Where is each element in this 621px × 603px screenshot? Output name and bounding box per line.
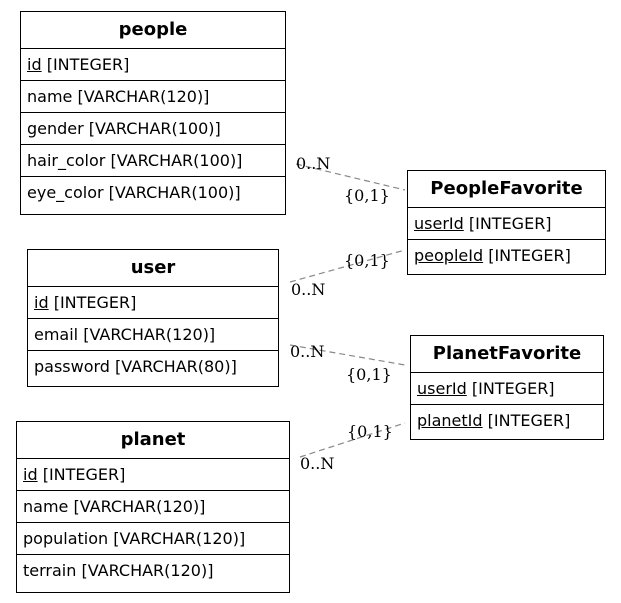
entity-title: planet [17, 422, 289, 459]
attribute-row: name [VARCHAR(120)] [17, 491, 289, 523]
attribute-row: id [INTEGER] [28, 287, 278, 319]
attribute-row: id [INTEGER] [21, 49, 285, 81]
attribute-row: planetId [INTEGER] [411, 405, 603, 437]
attribute-type: [VARCHAR(120)] [72, 87, 210, 106]
cardinality-one-label: {0,1} [344, 251, 390, 270]
attribute-name: peopleId [414, 246, 484, 265]
cardinality-many-label: 0..N [291, 280, 326, 299]
attribute-type: [VARCHAR(100)] [105, 151, 243, 170]
attribute-type: [VARCHAR(120)] [108, 529, 246, 548]
attribute-name: id [23, 465, 38, 484]
attribute-name: password [34, 357, 110, 376]
entity-title: PlanetFavorite [411, 336, 603, 373]
attribute-name: gender [27, 119, 84, 138]
attribute-name: id [34, 293, 49, 312]
attribute-row: gender [VARCHAR(100)] [21, 113, 285, 145]
relationship-line-people-peoplefavorite [295, 163, 406, 191]
entity-title: user [28, 250, 278, 287]
attribute-type: [INTEGER] [48, 293, 137, 312]
attribute-row: peopleId [INTEGER] [408, 240, 605, 272]
attribute-name: name [23, 497, 69, 516]
attribute-name: userId [417, 379, 467, 398]
attribute-name: population [23, 529, 109, 548]
attribute-type: [INTEGER] [483, 246, 571, 265]
entity-people[interactable]: people id [INTEGER] name [VARCHAR(120)] … [20, 11, 286, 215]
entity-title: PeopleFavorite [408, 171, 605, 208]
attribute-row: name [VARCHAR(120)] [21, 81, 285, 113]
attribute-type: [VARCHAR(120)] [76, 561, 214, 580]
attribute-type: [VARCHAR(100)] [103, 183, 241, 202]
entity-title: people [21, 12, 285, 49]
attribute-row: terrain [VARCHAR(120)] [17, 555, 289, 587]
entity-peoplefavorite[interactable]: PeopleFavorite userId [INTEGER] peopleId… [407, 170, 606, 275]
cardinality-one-label: {0,1} [344, 186, 390, 205]
attribute-name: name [27, 87, 73, 106]
attribute-name: planetId [417, 411, 483, 430]
cardinality-one-label: {0,1} [347, 422, 393, 441]
attribute-name: userId [414, 214, 464, 233]
attribute-name: hair_color [27, 151, 106, 170]
attribute-row: id [INTEGER] [17, 459, 289, 491]
attribute-type: [INTEGER] [41, 55, 130, 74]
attribute-row: email [VARCHAR(120)] [28, 319, 278, 351]
cardinality-many-label: 0..N [300, 454, 335, 473]
attribute-row: population [VARCHAR(120)] [17, 523, 289, 555]
entity-user[interactable]: user id [INTEGER] email [VARCHAR(120)] p… [27, 249, 279, 387]
attribute-type: [INTEGER] [482, 411, 571, 430]
entity-planetfavorite[interactable]: PlanetFavorite userId [INTEGER] planetId… [410, 335, 604, 440]
attribute-name: eye_color [27, 183, 104, 202]
attribute-type: [INTEGER] [463, 214, 552, 233]
relationship-line-planet-planetfavorite [299, 422, 406, 458]
attribute-row: hair_color [VARCHAR(100)] [21, 145, 285, 177]
cardinality-many-label: 0..N [290, 342, 325, 361]
attribute-type: [VARCHAR(120)] [68, 497, 206, 516]
attribute-type: [VARCHAR(120)] [78, 325, 216, 344]
attribute-row: userId [INTEGER] [408, 208, 605, 240]
attribute-row: userId [INTEGER] [411, 373, 603, 405]
attribute-type: [INTEGER] [466, 379, 555, 398]
attribute-row: password [VARCHAR(80)] [28, 351, 278, 383]
attribute-row: eye_color [VARCHAR(100)] [21, 177, 285, 209]
attribute-type: [VARCHAR(80)] [109, 357, 237, 376]
attribute-name: terrain [23, 561, 77, 580]
attribute-type: [INTEGER] [37, 465, 126, 484]
attribute-name: id [27, 55, 42, 74]
attribute-type: [VARCHAR(100)] [83, 119, 221, 138]
attribute-name: email [34, 325, 79, 344]
cardinality-one-label: {0,1} [346, 365, 392, 384]
entity-planet[interactable]: planet id [INTEGER] name [VARCHAR(120)] … [16, 421, 290, 593]
cardinality-many-label: 0..N [296, 154, 331, 173]
